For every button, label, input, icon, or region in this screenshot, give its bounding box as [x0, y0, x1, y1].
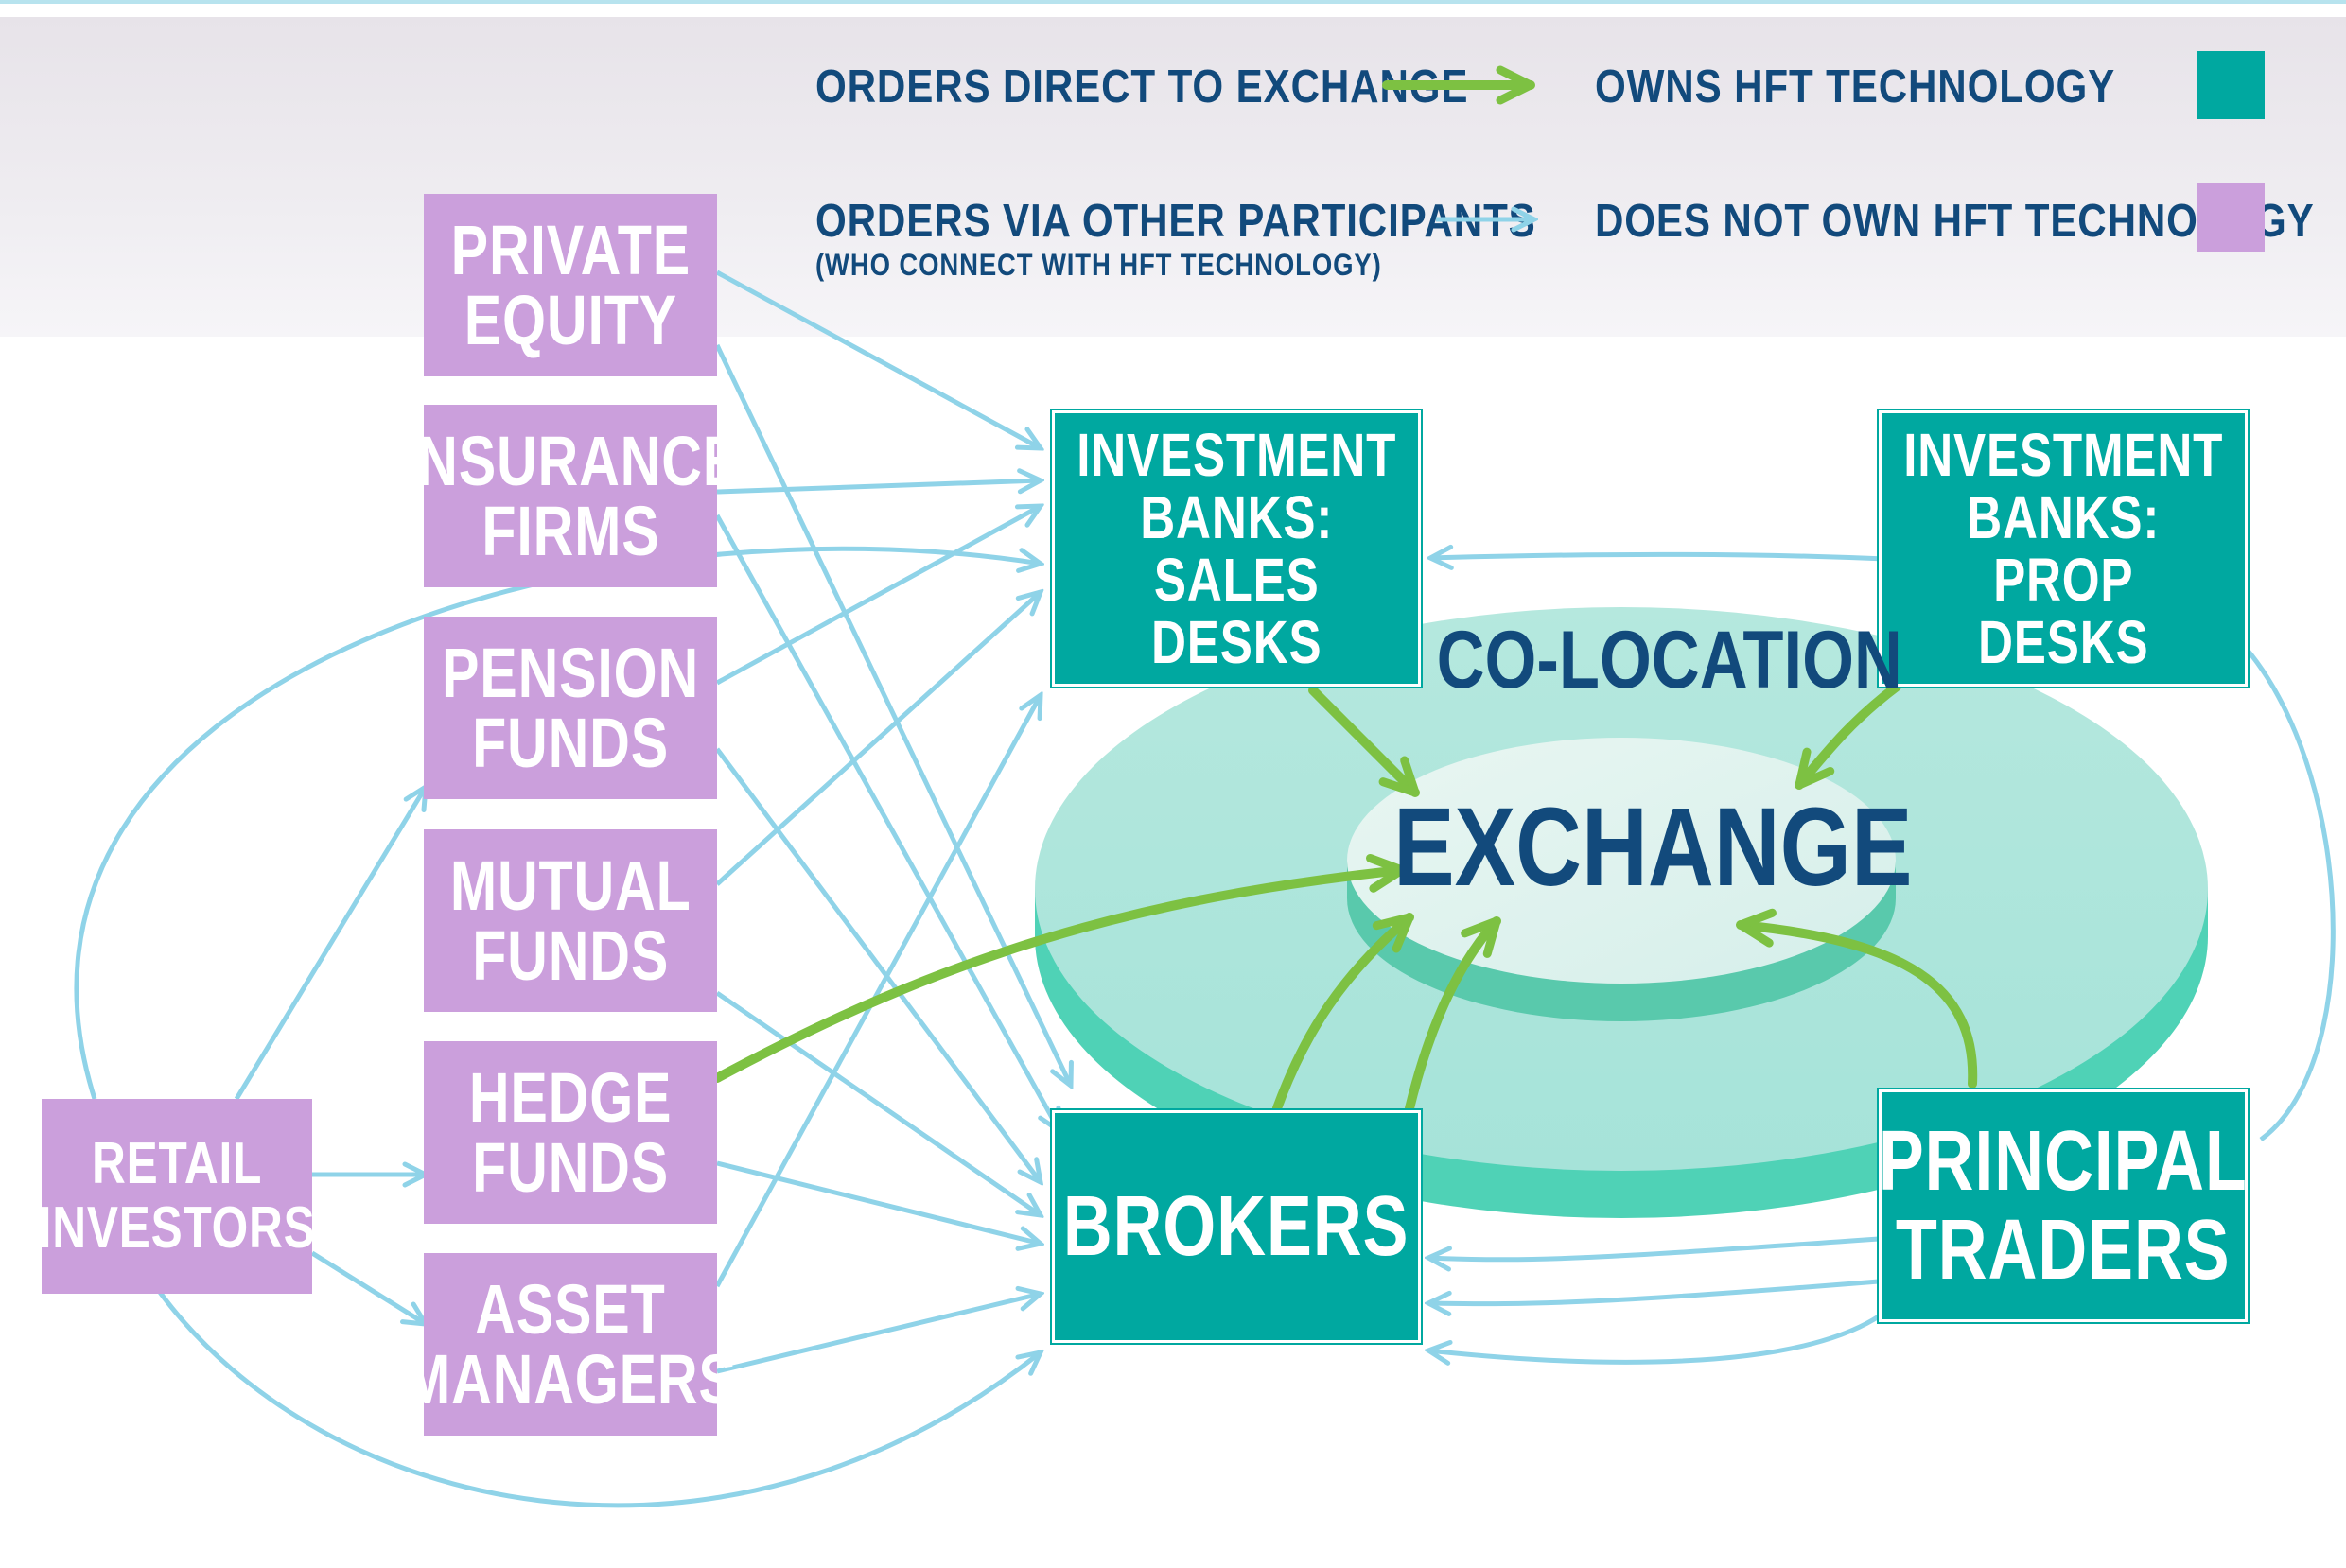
- principal-traders-box: PRINCIPAL TRADERS: [1879, 1089, 2248, 1322]
- prop-desks-box: INVESTMENT BANKS: PROP DESKS: [1879, 410, 2248, 687]
- asset-managers-box: ASSET MANAGERS: [404, 1253, 736, 1436]
- mutual-funds-label: MUTUAL FUNDS: [449, 845, 692, 995]
- direct-arrows: [712, 682, 1978, 1113]
- legend-via-sublabel: (WHO CONNECT WITH HFT TECHNOLOGY): [815, 248, 1382, 282]
- hedge-funds-label: HEDGE FUNDS: [468, 1057, 673, 1207]
- exchange-label: EXCHANGE: [1393, 785, 1913, 910]
- pension-funds-label: PENSION FUNDS: [441, 633, 700, 782]
- legend-direct-label: ORDERS DIRECT TO EXCHANGE: [815, 61, 1469, 113]
- retail-investors-label: RETAIL INVESTORS: [38, 1131, 316, 1261]
- legend-panel: [0, 17, 2346, 337]
- retail-investors-box: RETAIL INVESTORS: [39, 1099, 315, 1294]
- insurance-firms-box: INSURANCE FIRMS: [400, 405, 740, 587]
- private-equity-box: PRIVATE EQUITY: [424, 194, 717, 376]
- top-rule: [0, 0, 2346, 4]
- mutual-funds-box: MUTUAL FUNDS: [424, 829, 717, 1012]
- sales-desks-box: INVESTMENT BANKS: SALES DESKS: [1052, 410, 1421, 687]
- legend-owns-swatch: [2197, 51, 2265, 119]
- brokers-label: BROKERS: [1063, 1179, 1409, 1274]
- principal-traders-label: PRINCIPAL TRADERS: [1879, 1114, 2248, 1298]
- private-equity-label: PRIVATE EQUITY: [450, 210, 691, 359]
- pension-funds-box: PENSION FUNDS: [424, 617, 717, 799]
- brokers-box: BROKERS: [1052, 1110, 1421, 1343]
- hedge-funds-box: HEDGE FUNDS: [424, 1041, 717, 1224]
- legend-via-label: ORDERS VIA OTHER PARTICIPANTS: [815, 196, 1536, 247]
- asset-managers-label: ASSET MANAGERS: [404, 1269, 737, 1419]
- legend-not-owns-label: DOES NOT OWN HFT TECHNOLOGY: [1595, 196, 2315, 247]
- legend-owns-label: OWNS HFT TECHNOLOGY: [1595, 61, 2116, 113]
- insurance-firms-label: INSURANCE FIRMS: [400, 421, 741, 570]
- prop-desks-label: INVESTMENT BANKS: PROP DESKS: [1903, 421, 2223, 676]
- sales-desks-label: INVESTMENT BANKS: SALES DESKS: [1077, 421, 1396, 676]
- co-location-label: CO-LOCATION: [1436, 615, 1902, 706]
- legend-not-owns-swatch: [2197, 183, 2265, 252]
